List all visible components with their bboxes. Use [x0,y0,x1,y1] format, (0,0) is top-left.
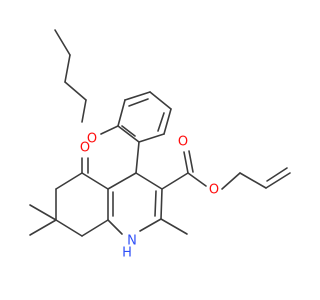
bond [265,172,291,189]
bond [54,29,71,56]
bond [160,188,163,220]
bond [149,91,172,110]
bond [221,172,241,190]
bond [124,91,151,101]
atom-o-ester: O [209,183,219,198]
atom-o-ester-carbonyl: O [178,135,188,150]
bond [29,204,57,221]
atom-o-ketone: O [80,141,90,156]
bond [81,219,109,237]
bond [107,172,137,190]
bond [55,172,83,190]
atom-o-ether: O [87,132,97,147]
molecule-diagram: O O O O N H [29,29,291,261]
bond [161,172,189,190]
bond [81,99,87,123]
bond [183,151,189,174]
bond [239,172,267,189]
bond [160,218,188,235]
bond [187,172,207,187]
bond [117,125,140,143]
bond [64,54,71,83]
bond [29,219,57,236]
bond [107,219,123,235]
bond [135,141,140,174]
bond [188,150,194,173]
bonds [29,29,291,237]
bond [64,81,87,101]
atom-n-ring: N [127,234,137,249]
bond [139,218,162,232]
atom-h-ring: H [122,246,132,261]
bond [55,219,83,237]
bond [121,125,136,137]
bond [266,167,288,182]
bond [154,190,157,217]
bond [163,108,172,135]
bond [138,133,165,143]
bond [117,99,126,127]
bond [128,98,149,107]
bond [157,112,165,132]
bond [135,172,163,190]
bond [100,125,119,135]
atom-labels: O O O O N H [80,132,219,261]
bond [81,172,109,190]
